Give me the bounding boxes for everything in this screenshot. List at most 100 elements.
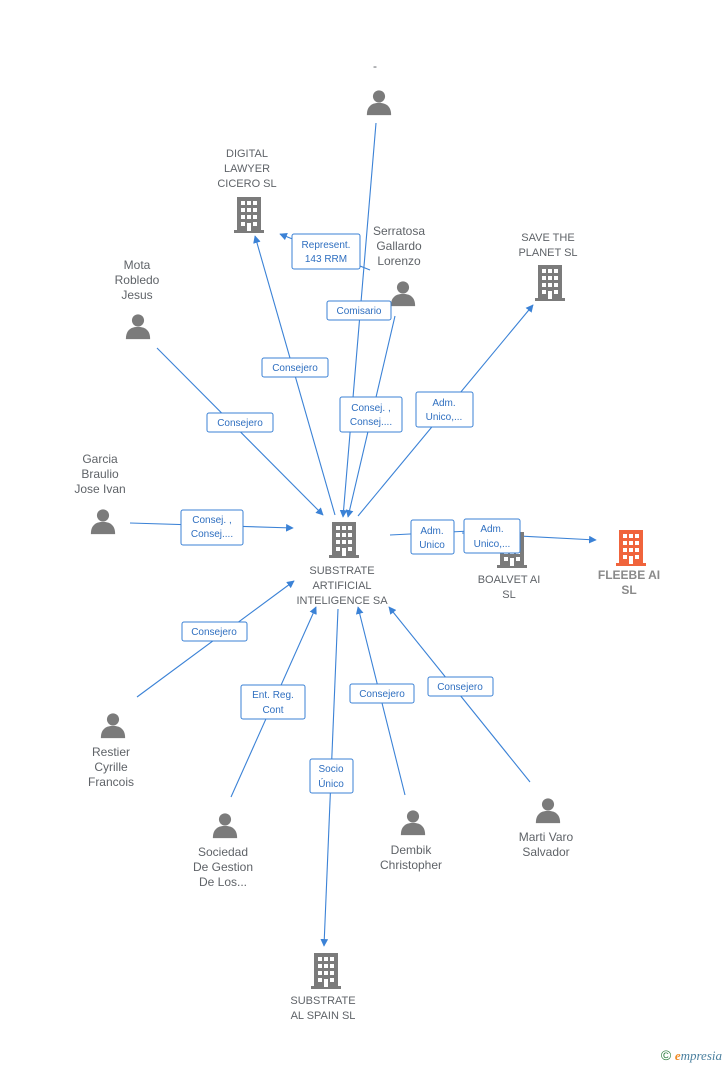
node-mota-label-3: Jesus — [121, 288, 152, 302]
edge-label-text-1: Represent. — [302, 240, 351, 251]
copyright-icon: © — [660, 1047, 672, 1063]
edge-label-text-2: Unico,... — [474, 539, 511, 550]
node-serratosa-label-1: Serratosa — [373, 224, 425, 238]
person-icon — [400, 810, 426, 836]
node-marti-label-1: Marti Varo — [519, 830, 574, 844]
node-top-person[interactable]: - — [366, 59, 392, 116]
node-serratosa-label-3: Lorenzo — [377, 254, 421, 268]
edge-label-represent[interactable]: Represent. 143 RRM — [291, 233, 361, 270]
person-icon — [535, 798, 561, 824]
person-icon — [212, 813, 238, 839]
node-garcia-label-2: Braulio — [81, 467, 119, 481]
node-serratosa-label-2: Gallardo — [376, 239, 422, 253]
edge-label-text-2: Consej.... — [350, 417, 392, 428]
person-icon — [366, 90, 392, 116]
edge-label-text-2: Único — [318, 777, 344, 790]
node-save-planet[interactable]: SAVE THE PLANET SL — [518, 232, 578, 301]
node-substrate-ai-label-3: INTELIGENCE SA — [296, 595, 388, 607]
edge-label-box — [339, 396, 403, 433]
node-boalvet-label-1: BOALVET AI — [478, 574, 541, 586]
node-restier[interactable]: Restier Cyrille Francois — [88, 713, 134, 789]
edge-label-text-1: Consej. , — [192, 515, 231, 526]
building-icon — [311, 953, 341, 989]
edge-label-box — [206, 412, 274, 433]
edge-label-text-2: Unico,... — [426, 412, 463, 423]
node-mota-label-1: Mota — [124, 258, 151, 272]
edge-label-socio-unico[interactable]: Socio Único — [309, 758, 354, 794]
node-marti[interactable]: Marti Varo Salvador — [519, 798, 574, 859]
edge-label-text-1: Consejero — [191, 627, 237, 638]
node-substrate-spain[interactable]: SUBSTRATE AL SPAIN SL — [290, 953, 356, 1022]
edge-label-box — [415, 391, 474, 428]
person-icon — [100, 713, 126, 739]
edge-label-text-1: Consejero — [359, 689, 405, 700]
edge-label-text-1: Comisario — [336, 306, 381, 317]
node-substrate-spain-label-2: AL SPAIN SL — [291, 1010, 356, 1022]
edge-label-box — [291, 233, 361, 270]
edge-label-box — [181, 621, 248, 642]
node-top-person-label: - — [373, 59, 377, 73]
edge-label-consej-garcia[interactable]: Consej. , Consej.... — [180, 509, 244, 546]
node-digital-lawyer-label-1: DIGITAL — [226, 148, 268, 160]
node-digital-lawyer-label-3: CICERO SL — [217, 178, 276, 190]
edge-label-comisario[interactable]: Comisario — [326, 300, 392, 321]
node-dembik[interactable]: Dembik Christopher — [380, 810, 442, 872]
edge-label-consejero-dembik[interactable]: Consejero — [349, 683, 415, 704]
edge-label-consej-serratosa[interactable]: Consej. , Consej.... — [339, 396, 403, 433]
edge-label-consejero-restier[interactable]: Consejero — [181, 621, 248, 642]
node-boalvet-label-2: SL — [502, 589, 515, 601]
brand-initial: e — [674, 1048, 681, 1063]
edge-label-box — [349, 683, 415, 704]
node-serratosa[interactable]: Serratosa Gallardo Lorenzo — [373, 224, 425, 307]
edge-label-consejero-marti[interactable]: Consejero — [427, 676, 494, 697]
edge-label-box — [427, 676, 494, 697]
edge-label-text-1: Ent. Reg. — [252, 690, 294, 701]
edge-label-box — [261, 357, 329, 378]
node-substrate-ai-label-2: ARTIFICIAL — [312, 580, 371, 592]
node-fleebe[interactable]: FLEEBE AI SL — [598, 530, 660, 597]
node-digital-lawyer[interactable]: DIGITAL LAWYER CICERO SL — [217, 148, 277, 233]
node-garcia[interactable]: Garcia Braulio Jose Ivan — [74, 452, 126, 535]
edge-label-text-2: Unico — [419, 540, 445, 551]
edge-label-box — [326, 300, 392, 321]
footer-brand: © empresia — [661, 1047, 722, 1064]
node-mota[interactable]: Mota Robledo Jesus — [115, 258, 160, 340]
edge-label-text-1: Adm. — [480, 524, 503, 535]
node-garcia-label-3: Jose Ivan — [74, 482, 125, 496]
edge-label-text-1: Adm. — [432, 398, 455, 409]
edge-label-box — [180, 509, 244, 546]
edge-label-ent-reg[interactable]: Ent. Reg. Cont — [240, 684, 306, 720]
node-fleebe-label-2: SL — [621, 583, 636, 597]
edge-label-adm-save[interactable]: Adm. Unico,... — [415, 391, 474, 428]
node-boalvet[interactable]: BOALVET AI SL — [478, 532, 541, 601]
edge-label-adm-fleebe[interactable]: Adm. Unico,... — [463, 518, 521, 554]
node-restier-label-1: Restier — [92, 745, 130, 759]
edge-label-text-1: Socio — [318, 764, 343, 775]
brand-logo[interactable]: empresia — [675, 1048, 722, 1063]
edge-label-text-1: Consejero — [437, 682, 483, 693]
node-marti-label-2: Salvador — [522, 845, 569, 859]
person-icon — [90, 509, 116, 535]
node-save-planet-label-1: SAVE THE — [521, 232, 574, 244]
nodes: - DIGITAL LAWYER CICERO SL Serratosa Gal… — [74, 59, 660, 1022]
building-icon — [234, 197, 264, 233]
person-icon — [125, 314, 151, 340]
node-sociedad[interactable]: Sociedad De Gestion De Los... — [193, 813, 253, 889]
building-icon — [616, 530, 646, 566]
edge-label-adm-boalvet[interactable]: Adm. Unico — [410, 519, 455, 555]
node-sociedad-label-2: De Gestion — [193, 860, 253, 874]
node-save-planet-label-2: PLANET SL — [518, 247, 577, 259]
edge-label-box — [309, 758, 354, 794]
edge-label-consejero-dl[interactable]: Consejero — [261, 357, 329, 378]
edge-label-text-1: Consejero — [217, 418, 263, 429]
edge-label-box — [240, 684, 306, 720]
edge-label-text-1: Consejero — [272, 363, 318, 374]
node-restier-label-2: Cyrille — [94, 760, 128, 774]
node-substrate-ai-label-1: SUBSTRATE — [309, 565, 374, 577]
edge-label-consejero-mota[interactable]: Consejero — [206, 412, 274, 433]
brand-name: mpresia — [680, 1048, 722, 1063]
node-substrate-ai[interactable]: SUBSTRATE ARTIFICIAL INTELIGENCE SA — [296, 522, 388, 607]
node-sociedad-label-1: Sociedad — [198, 845, 248, 859]
edge-label-text-2: Cont — [262, 705, 283, 716]
building-icon — [329, 522, 359, 558]
